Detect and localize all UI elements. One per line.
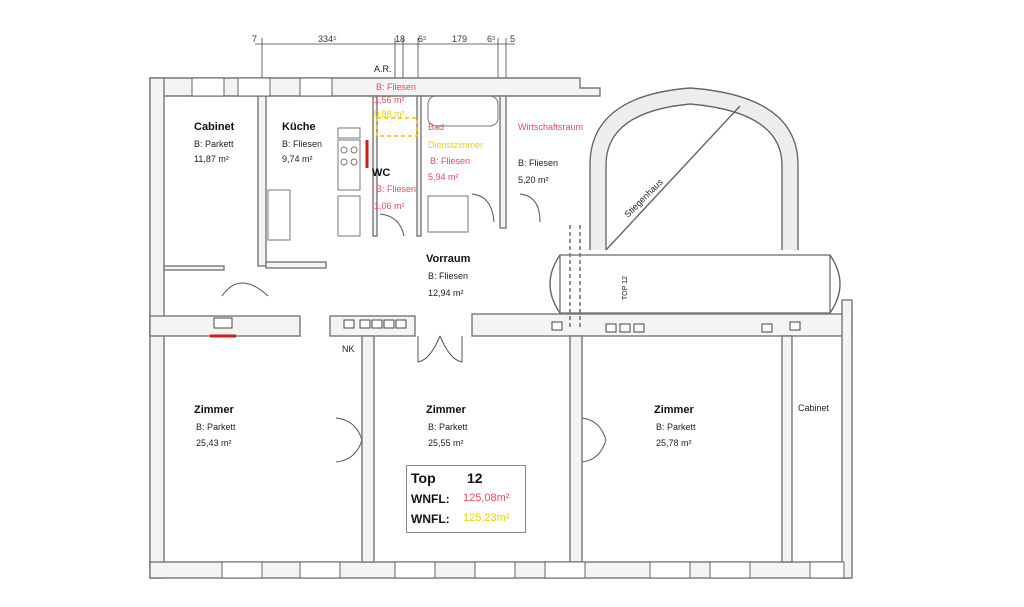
- room-name: Zimmer: [194, 404, 234, 416]
- room-area: 9,74 m²: [282, 154, 313, 164]
- top-door-label: TOP 12: [622, 276, 629, 300]
- room-area: 12,94 m²: [428, 288, 464, 298]
- room-floor: B: Fliesen: [282, 139, 322, 149]
- doors: [221, 193, 607, 463]
- room-floor: B: Fliesen: [430, 156, 470, 166]
- room-floor: B: Fliesen: [518, 158, 558, 168]
- wnfl-label-2: WNFL:: [411, 512, 450, 526]
- room-name: Cabinet: [194, 121, 235, 133]
- room-name: Cabinet: [798, 403, 830, 413]
- radiators: [213, 317, 801, 333]
- wnfl-label-1: WNFL:: [411, 492, 450, 506]
- top-label: Top: [411, 470, 436, 486]
- room-zimmer-right: Zimmer B: Parkett 25,78 m²: [654, 404, 696, 448]
- dim-6-5b: 6⁵: [487, 34, 496, 44]
- windows: [191, 77, 845, 579]
- dim-18: 18: [395, 34, 405, 44]
- stairwell: [549, 87, 841, 314]
- room-area: 25,43 m²: [196, 438, 232, 448]
- room-floor: B: Parkett: [196, 422, 236, 432]
- room-name: Wirtschaftsraum: [518, 122, 583, 132]
- markup-lines: [210, 117, 581, 338]
- wnfl-value-yellow: 125,23m²: [463, 512, 510, 524]
- room-name: A.R.: [374, 64, 392, 74]
- room-area: 5,94 m²: [428, 172, 459, 182]
- room-floor: B: Fliesen: [428, 271, 468, 281]
- room-cabinet-right: Cabinet: [798, 403, 830, 413]
- top-number: 12: [467, 470, 483, 486]
- room-floor: B: Fliesen: [376, 82, 416, 92]
- dim-334: 334⁵: [318, 34, 337, 44]
- room-floor: B: Fliesen: [376, 184, 416, 194]
- room-name: Küche: [282, 121, 316, 133]
- room-area: 1,06 m²: [374, 201, 405, 211]
- room-vorraum: Vorraum B: Fliesen 12,94 m²: [426, 253, 471, 298]
- room-ar: A.R. B: Fliesen 1,56 m² 0,88 m²: [374, 64, 416, 119]
- room-area-2: 0,88 m²: [374, 109, 405, 119]
- dim-7: 7: [252, 34, 257, 44]
- room-area: 1,56 m²: [374, 95, 405, 105]
- room-area: 11,87 m²: [194, 154, 229, 164]
- room-floor: B: Parkett: [194, 139, 234, 149]
- dimension-line: [255, 38, 515, 78]
- room-zimmer-left: Zimmer B: Parkett 25,43 m²: [194, 404, 236, 448]
- room-name-2: Dienstzimmer: [428, 140, 483, 150]
- room-cabinet-tl: Cabinet B: Parkett 11,87 m²: [194, 121, 235, 164]
- room-name: Vorraum: [426, 253, 471, 265]
- dim-179: 179: [452, 34, 467, 44]
- dim-6-5a: 6⁵: [418, 34, 427, 44]
- room-name: Zimmer: [654, 404, 694, 416]
- room-name: Bad: [428, 122, 444, 132]
- room-floor: B: Parkett: [656, 422, 696, 432]
- kitchen-fixtures: [267, 95, 499, 241]
- room-name: Zimmer: [426, 404, 466, 416]
- nk-label: NK: [342, 344, 355, 354]
- room-name: WC: [372, 167, 390, 179]
- summary-box: Top 12 WNFL: 125,08m² WNFL: 125,23m²: [406, 465, 526, 533]
- room-area: 25,78 m²: [656, 438, 692, 448]
- room-area: 5,20 m²: [518, 175, 549, 185]
- room-zimmer-middle: Zimmer B: Parkett 25,55 m²: [426, 404, 468, 448]
- room-wc: WC B: Fliesen 1,06 m²: [372, 167, 416, 211]
- room-area: 25,55 m²: [428, 438, 464, 448]
- room-floor: B: Parkett: [428, 422, 468, 432]
- room-kueche: Küche B: Fliesen 9,74 m²: [282, 121, 322, 164]
- room-bad: Bad Dienstzimmer B: Fliesen 5,94 m²: [428, 122, 483, 182]
- wnfl-value-red: 125,08m²: [463, 492, 510, 504]
- room-wirtschaftsraum: Wirtschaftsraum B: Fliesen 5,20 m²: [518, 122, 583, 185]
- stiegenhaus-label: Stiegenhaus: [622, 177, 665, 220]
- dim-5: 5: [510, 34, 515, 44]
